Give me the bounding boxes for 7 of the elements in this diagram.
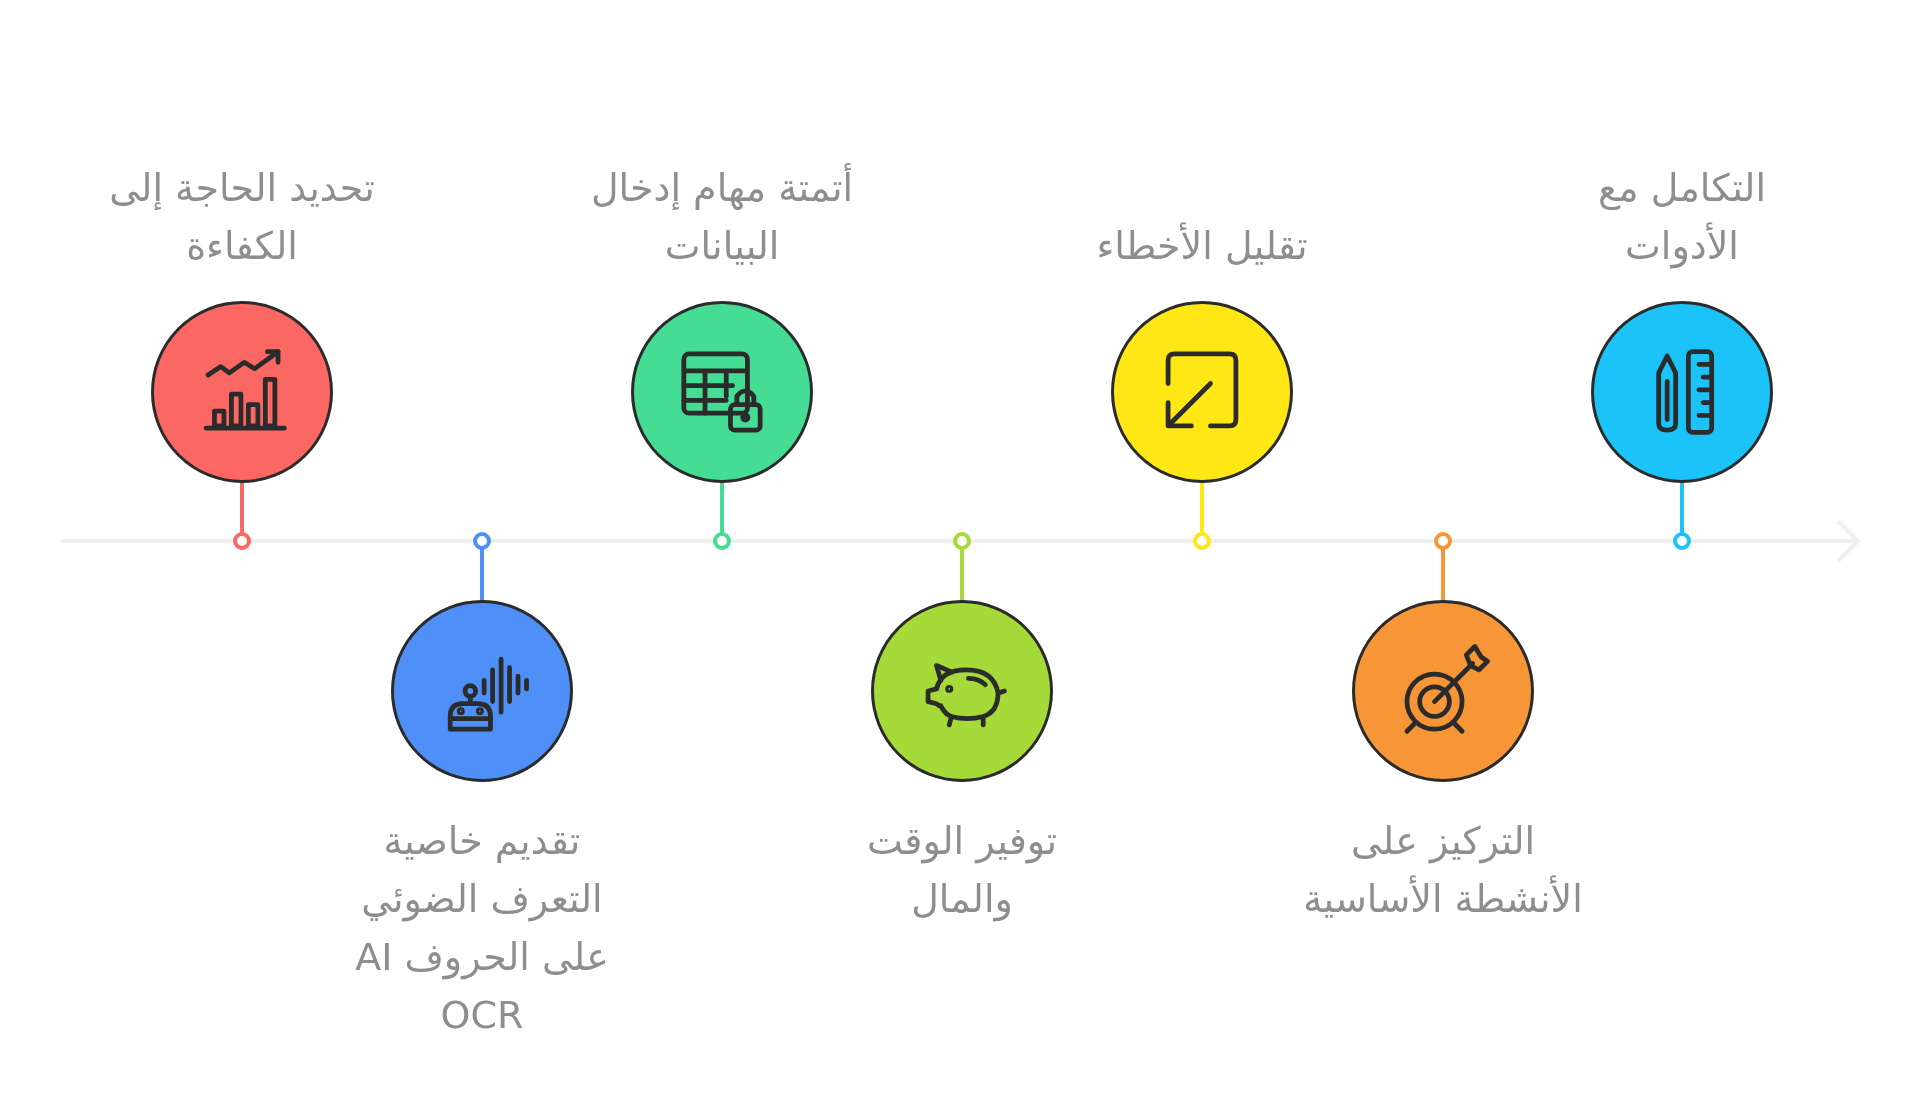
milestone-label: تقديم خاصية التعرف الضوئي على الحروف AI OCR xyxy=(354,818,610,1039)
milestone-label: تحديد الحاجة إلى الكفاءة xyxy=(108,165,376,270)
milestone-label: التركيز على الأنشطة الأساسية xyxy=(1303,818,1583,923)
milestone-label: توفير الوقت والمال xyxy=(865,818,1059,924)
milestone-label: تقليل الأخطاء xyxy=(1095,221,1309,270)
milestone-label: أتمتة مهام إدخال البيانات xyxy=(582,159,862,275)
milestone-label: التكامل مع الأدوات xyxy=(1597,165,1767,271)
